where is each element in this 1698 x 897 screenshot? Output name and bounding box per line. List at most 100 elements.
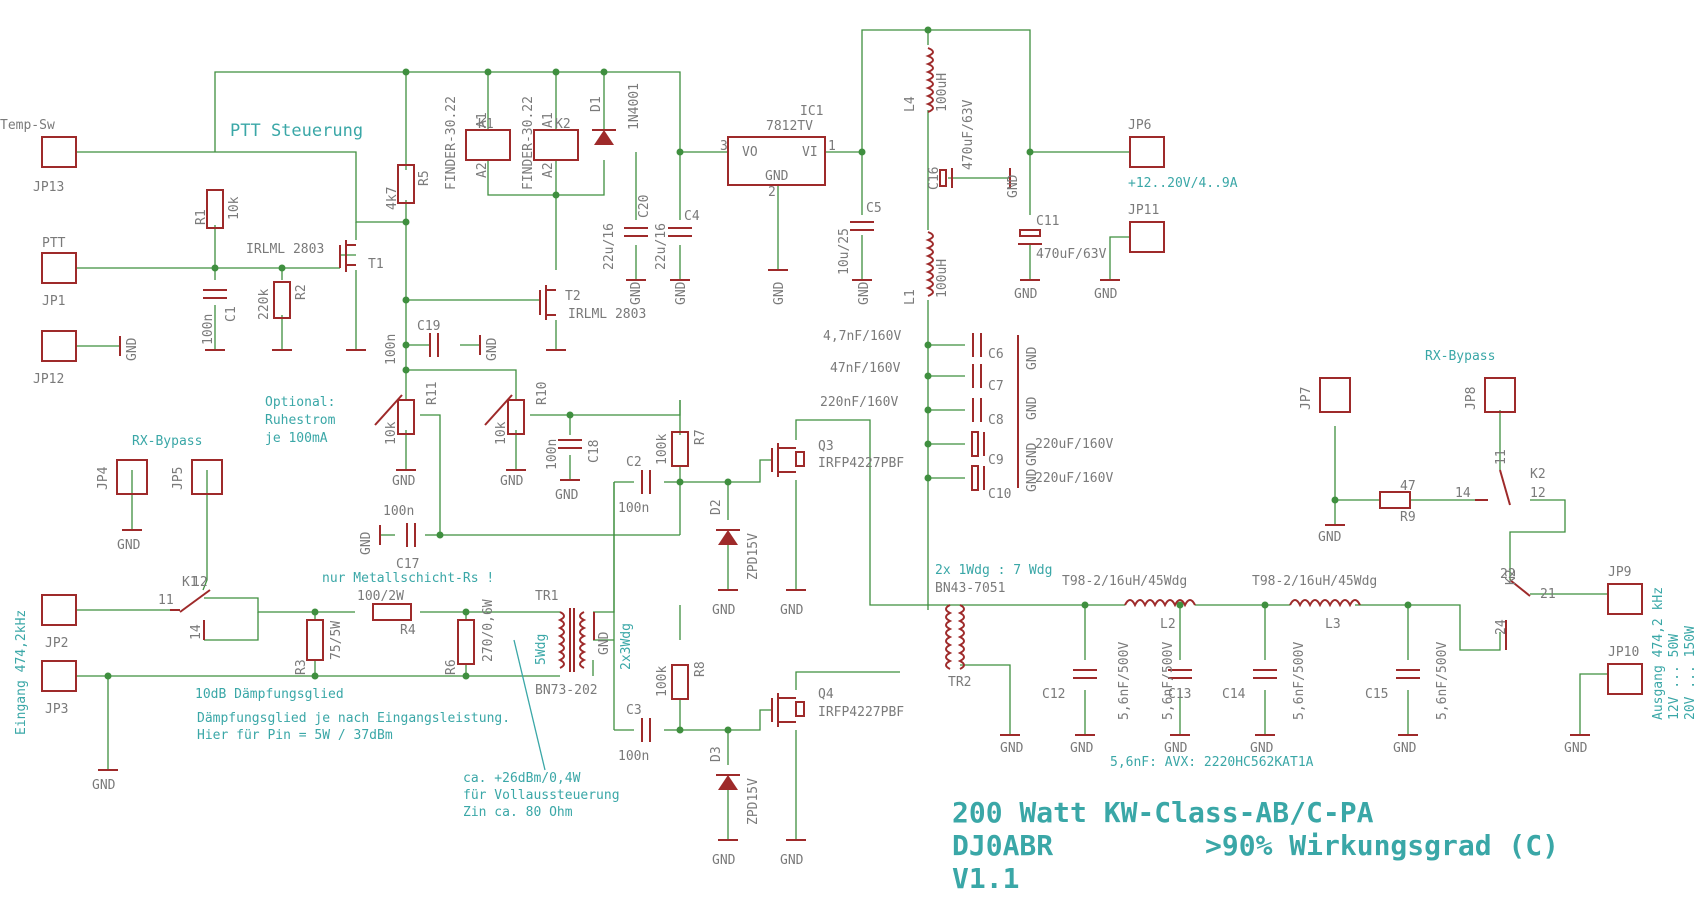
r9-name: R9 [1400,510,1416,525]
d2-part: ZPD15V [746,533,761,580]
k1-name: K1 [182,575,198,590]
d1-part: 1N4001 [627,83,642,130]
k2-name: K2 [1530,467,1546,482]
label-jp5: JP5 [171,467,186,490]
k2-part: FINDER-30.22 [521,96,536,190]
k2-pin24: 24 [1494,619,1509,635]
mosfet-t1: IRLML 2803 T1 [246,240,384,272]
capacitor-c13: C13 5,6nF/500V [1161,642,1192,720]
t2-part: IRLML 2803 [568,307,646,322]
title-line-3: V1.1 [952,862,1019,895]
capacitor-c1: 100n C1 [201,289,239,345]
gnd-label: GND [392,474,416,489]
gnd-label: GND [780,603,804,618]
tr2-core: BN43-7051 [935,581,1005,596]
gnd-label: GND [1025,346,1040,370]
k2-pin14: 14 [1455,486,1471,501]
c15-name: C15 [1365,687,1388,702]
connector-jp6: JP6 +12..20V/4..9A [1128,118,1238,191]
gnd-label: GND [92,778,116,793]
capacitor-c14: C14 5,6nF/500V [1222,642,1307,720]
gnd-label: GND [1000,741,1024,756]
r3-name: R3 [294,659,309,675]
mosfet-q3: Q3 IRFP4227PBF [771,439,904,477]
c6-name: C6 [988,347,1004,362]
capacitor-c6: 4,7nF/160V C6 [823,329,1004,362]
transformer-tr2: 2x 1Wdg : 7 Wdg BN43-7051 TR2 [935,563,1052,690]
connector-jp4: JP4 [96,459,148,495]
r5-name: R5 [417,170,432,186]
label-jp10: JP10 [1608,645,1639,660]
gnd-label: GND [772,281,787,305]
zener-d2: D2 ZPD15V [709,499,761,580]
inductor-l1: L1 100uH [903,231,950,305]
resistor-r5: 4k7 R5 [385,164,432,210]
k2-a2: A2 [541,162,556,178]
capacitor-c11: C11 470uF/63V [1018,214,1107,262]
d1-name: D1 [589,96,604,112]
r10-value: 10k [494,421,509,445]
tr1-winding1: 5Wdg [534,634,549,665]
c18-name: C18 [587,440,602,463]
connector-jp7: JP7 [1299,377,1351,413]
t1-part: IRLML 2803 [246,242,324,257]
l4-name: L4 [903,96,918,112]
k2-coil-name: K2 [555,117,571,132]
c6-value: 4,7nF/160V [823,329,901,344]
l2-name: L2 [1160,617,1176,632]
l1-value: 100uH [935,259,950,298]
mosfet-q4: Q4 IRFP4227PBF [771,687,904,727]
gnd-symbols [98,168,1590,841]
c5-name: C5 [866,201,882,216]
gnd-label: GND [1393,741,1417,756]
c8-value: 220nF/160V [820,395,898,410]
relay-coil-k1: K1 A1 A2 FINDER-30.22 [444,96,511,190]
c18-value: 100n [545,439,560,470]
c14-value: 5,6nF/500V [1292,642,1307,720]
inductor-l4: L4 100uH [903,47,950,113]
label-jp1: JP1 [42,294,65,309]
label-jp13: JP13 [33,180,64,195]
c3-name: C3 [626,703,642,718]
label-supply: +12..20V/4..9A [1128,176,1238,191]
k1-pin12: 12 [192,575,208,590]
gnd-label: GND [1070,741,1094,756]
title-line-2b: >90% Wirkungsgrad (C) [1205,829,1559,862]
connector-jp11: JP11 [1128,203,1165,253]
r1-name: R1 [194,209,209,225]
capacitor-c12: C12 5,6nF/500V [1042,642,1132,720]
c19-name: C19 [417,319,440,334]
r11-value: 10k [384,421,399,445]
inductor-l3: T98-2/16uH/45Wdg L3 [1252,574,1377,632]
k1-a1: A1 [475,112,490,128]
capacitor-c8: 220nF/160V C8 [820,395,1004,428]
c7-value: 47nF/160V [830,361,901,376]
k2-pin12: 12 [1530,486,1546,501]
label-jp4: JP4 [96,466,111,490]
connector-jp1: PTT JP1 [41,236,77,309]
diode-d1: D1 1N4001 [589,83,642,145]
r3-value: 75/5W [329,621,344,660]
capacitor-c7: 47nF/160V C7 [830,361,1004,394]
note-output-1: Ausgang 474,2 kHz [1651,587,1666,720]
note-metal-film: nur Metallschicht-Rs ! [322,571,494,586]
capacitor-c17: 100n C17 [383,504,419,572]
resistor-r4: 100/2W R4 [357,589,416,638]
tr1-name: TR1 [535,589,558,604]
capacitor-c5: 10u/25 C5 [837,201,882,275]
gnd-label: GND [712,853,736,868]
tr1-core: BN73-202 [535,683,598,698]
r8-name: R8 [693,661,708,677]
gnd-label: GND [125,337,140,361]
k2-pin21: 21 [1540,587,1556,602]
c14-name: C14 [1222,687,1246,702]
label-jp2: JP2 [45,636,68,651]
r4-value: 100/2W [357,589,404,604]
note-output-2: 12V ... 50W [1667,634,1682,720]
resistor-r9: 47 R9 [1379,479,1416,525]
connector-jp13: Temp-Sw JP13 [0,118,77,195]
potentiometer-r11: 10k R11 [374,382,440,445]
ic1-gnd: GND [765,169,789,184]
label-jp12: JP12 [33,372,64,387]
c12-value: 5,6nF/500V [1117,642,1132,720]
